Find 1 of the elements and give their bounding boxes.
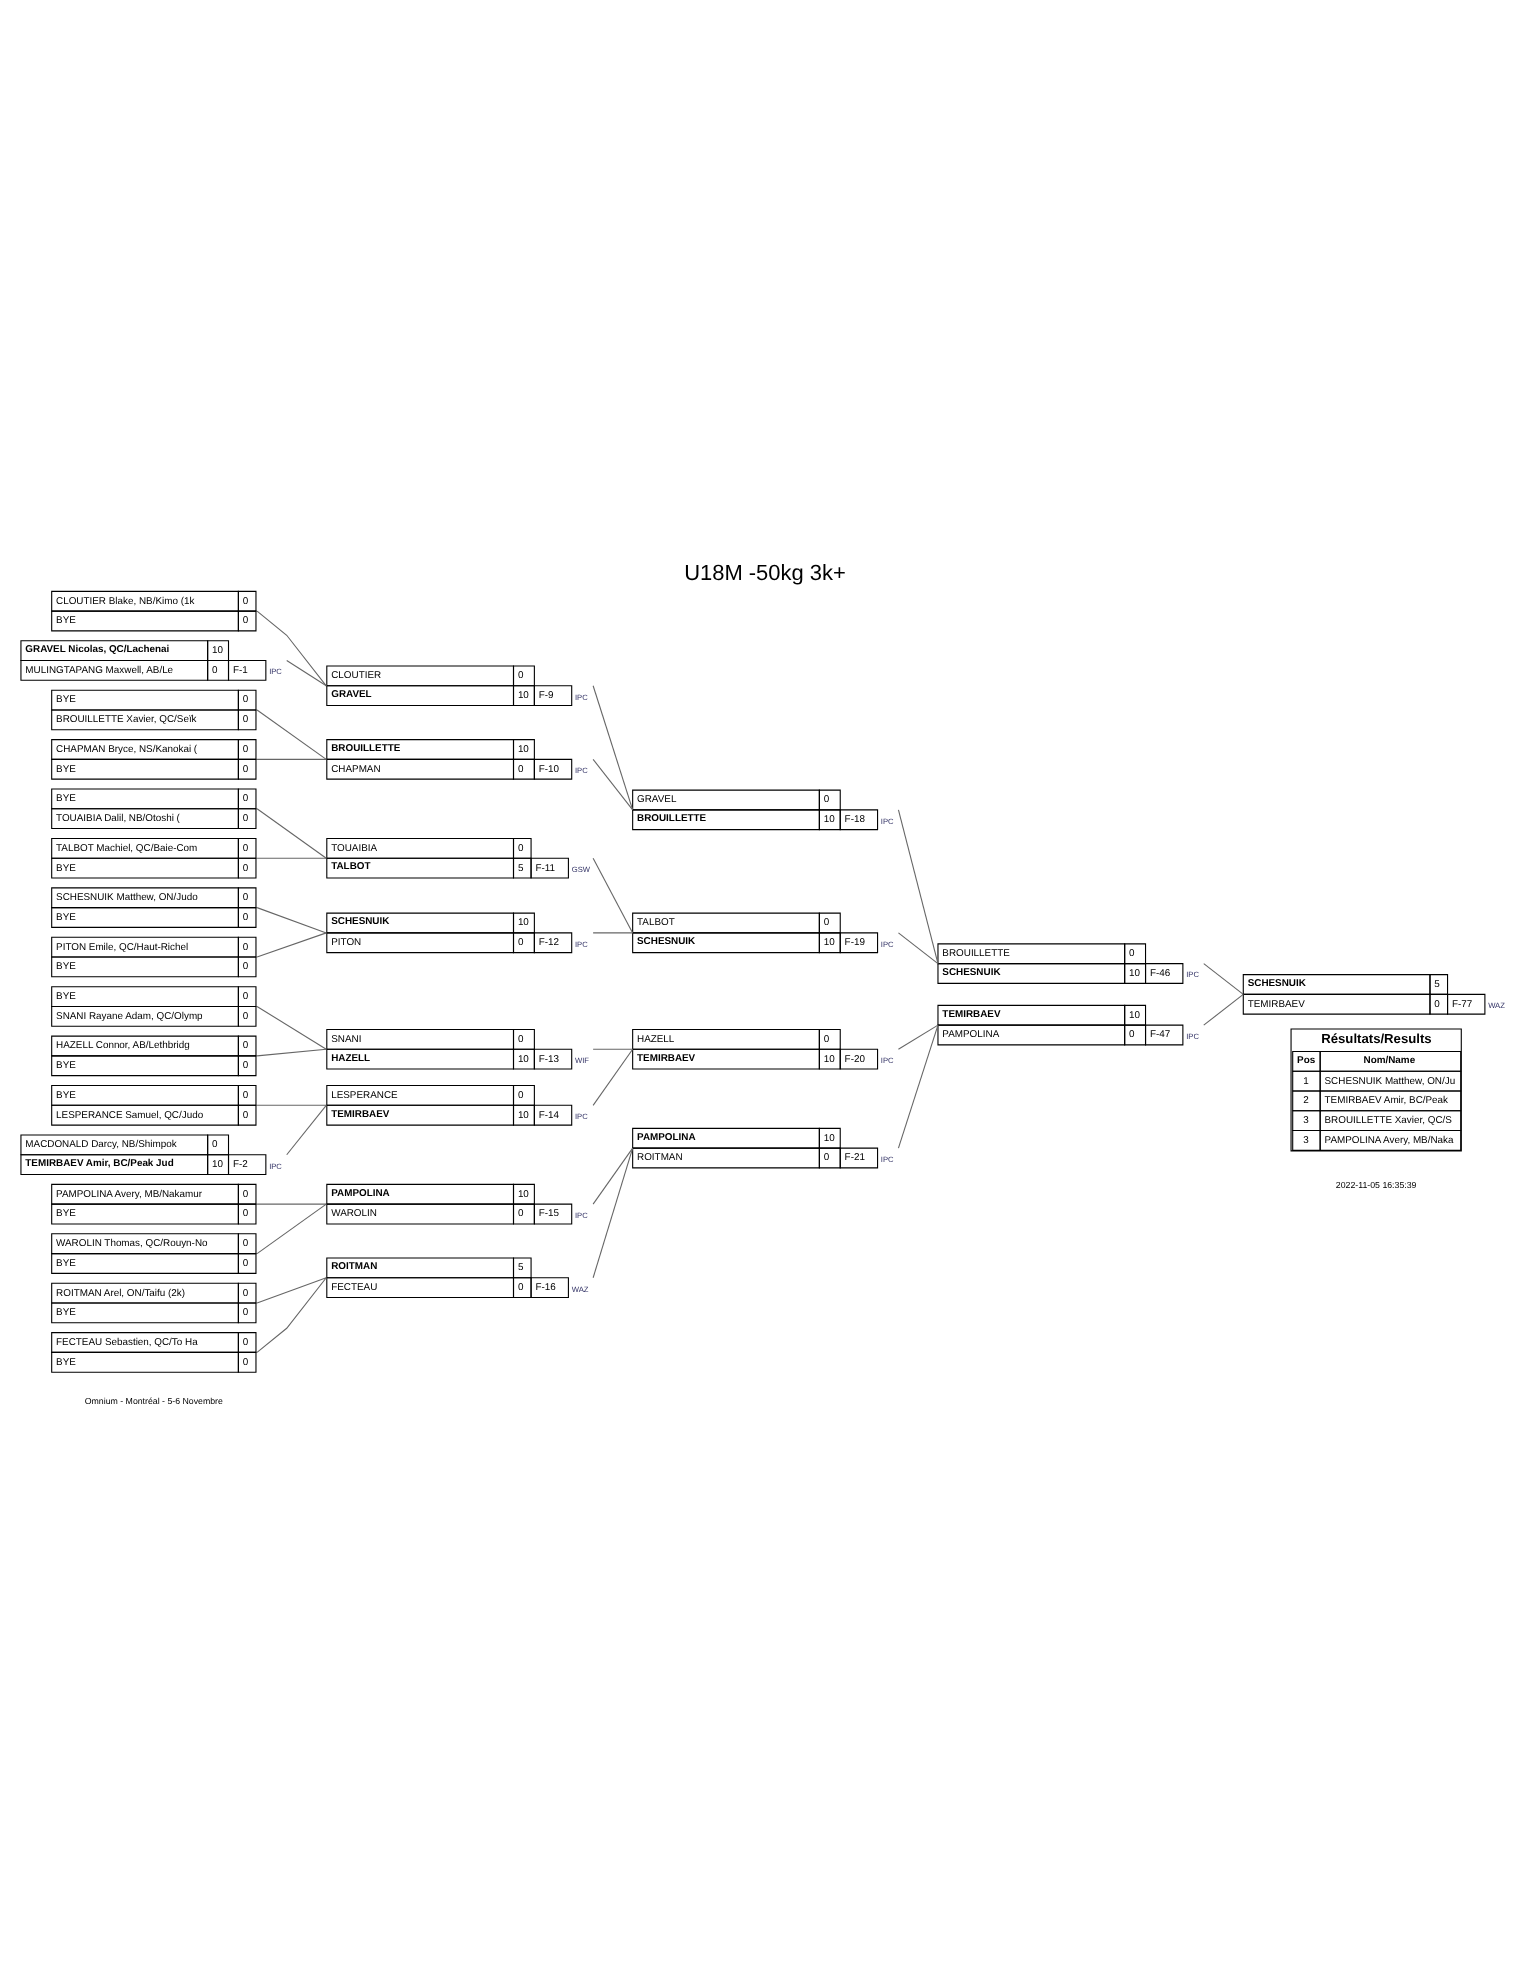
diagram-title: U18M -50kg 3k+ bbox=[684, 562, 846, 587]
